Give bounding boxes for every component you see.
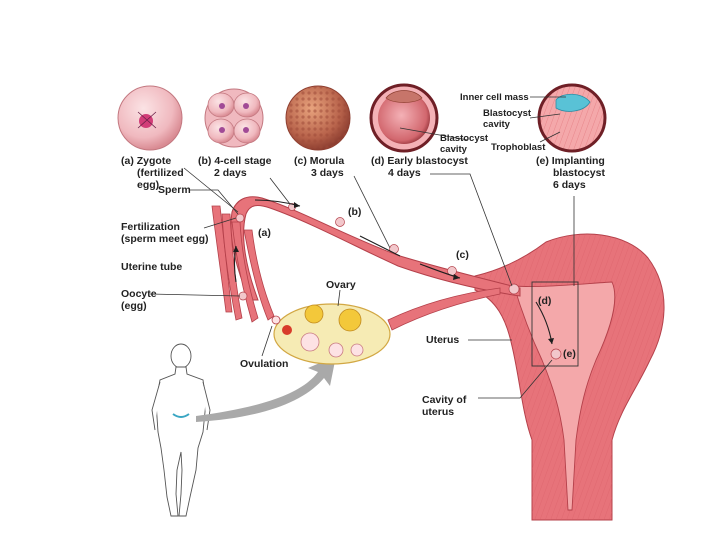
stage-e-caption: (e) Implanting blastocyst 6 days xyxy=(536,155,605,191)
cavity-label-2: uterus xyxy=(422,406,454,418)
stage-a-caption: (a) Zygote (fertilized egg) xyxy=(121,155,184,191)
flow-arrows xyxy=(233,199,554,345)
uterine-cavity xyxy=(513,281,616,511)
stage-e-line2: blastocyst xyxy=(553,167,605,179)
stage-a-line1: (a) Zygote xyxy=(121,155,171,167)
stage-e-implanting-image xyxy=(537,83,607,153)
trophoblast-label: Trophoblast xyxy=(491,142,546,153)
fimbriae xyxy=(211,205,275,323)
oocyte-label-2: (egg) xyxy=(121,300,147,312)
stage-c-caption: (c) Morula 3 days xyxy=(294,155,344,179)
stage-b-line1: (b) 4-cell stage xyxy=(198,155,272,167)
uterus-body xyxy=(474,233,665,521)
stage-b-caption: (b) 4-cell stage 2 days xyxy=(198,155,272,179)
stage-e-line1: (e) Implanting xyxy=(536,155,605,167)
ovary xyxy=(273,287,501,365)
blastocyst-cavity-e-label-1: Blastocyst xyxy=(483,108,532,119)
stage-e-line3: 6 days xyxy=(553,179,586,191)
stage-a-line2: (fertilized xyxy=(137,167,184,179)
tube-embryos xyxy=(235,203,562,360)
stage-a-zygote-image xyxy=(117,85,183,151)
sperm-label: Sperm xyxy=(158,184,191,196)
stage-b-four-cell-image xyxy=(204,88,264,148)
path-tag-a: (a) xyxy=(258,227,271,239)
fertilization-label-1: Fertilization xyxy=(121,221,180,233)
stage-d-early-blastocyst-image xyxy=(369,83,439,153)
silhouette-ovary-marker xyxy=(172,413,190,418)
blastocyst-cavity-e-label-2: cavity xyxy=(483,119,511,130)
stage-d-line1: (d) Early blastocyst xyxy=(371,155,468,167)
stage-c-line1: (c) Morula xyxy=(294,155,344,167)
blastocyst-cavity-d-label-1: Blastocyst xyxy=(440,133,489,144)
stage-d-caption: (d) Early blastocyst 4 days xyxy=(371,155,468,179)
path-tag-d: (d) xyxy=(538,295,551,307)
path-tag-c: (c) xyxy=(456,249,469,261)
uterine-tube-label: Uterine tube xyxy=(121,261,182,273)
cavity-label-1: Cavity of xyxy=(422,394,467,406)
path-tag-e: (e) xyxy=(563,348,576,360)
path-tag-b: (b) xyxy=(348,206,361,218)
uterine-tube xyxy=(230,196,521,301)
fertilization-label-2: (sperm meet egg) xyxy=(121,233,209,245)
stage-c-morula-image xyxy=(285,85,351,151)
uterus-label: Uterus xyxy=(426,334,459,346)
implantation-box xyxy=(531,281,579,367)
oocyte-label-1: Oocyte xyxy=(121,288,157,300)
blastocyst-cavity-d-label-2: cavity xyxy=(440,144,468,155)
stage-c-line2: 3 days xyxy=(311,167,344,179)
stage-d-line2: 4 days xyxy=(388,167,421,179)
ovulated-oocyte xyxy=(271,315,281,325)
ovulation-label: Ovulation xyxy=(240,358,288,370)
woman-silhouette xyxy=(151,343,211,517)
ovary-label: Ovary xyxy=(326,279,356,291)
leader-lines xyxy=(149,96,575,399)
stage-a-line3: egg) xyxy=(137,179,159,191)
stage-b-line2: 2 days xyxy=(214,167,247,179)
inner-cell-mass-label: Inner cell mass xyxy=(460,92,529,103)
